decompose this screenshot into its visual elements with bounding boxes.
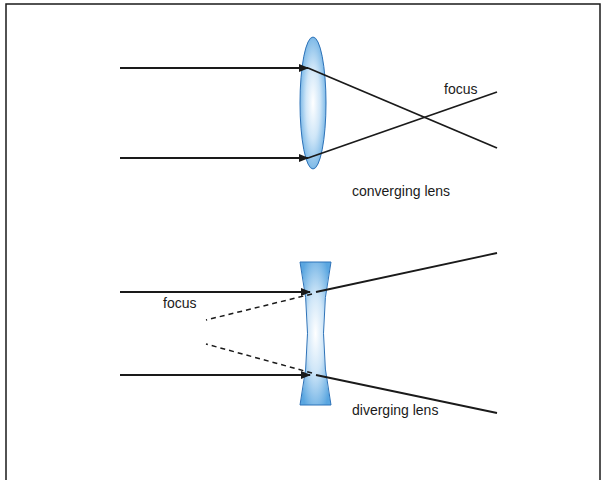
ray	[120, 374, 310, 376]
virtual-ray	[206, 344, 312, 373]
focus-label: focus	[163, 295, 196, 311]
focus-label: focus	[444, 81, 477, 97]
ray	[120, 67, 308, 69]
frame	[6, 4, 600, 480]
converging-lens	[300, 37, 326, 169]
ray	[308, 92, 497, 158]
lens-label: diverging lens	[352, 402, 438, 418]
diverging-lens	[300, 262, 331, 405]
ray	[316, 253, 497, 292]
virtual-ray	[206, 294, 312, 320]
ray	[308, 68, 497, 148]
lens-label: converging lens	[352, 183, 450, 199]
ray	[120, 157, 308, 159]
ray	[120, 291, 310, 293]
